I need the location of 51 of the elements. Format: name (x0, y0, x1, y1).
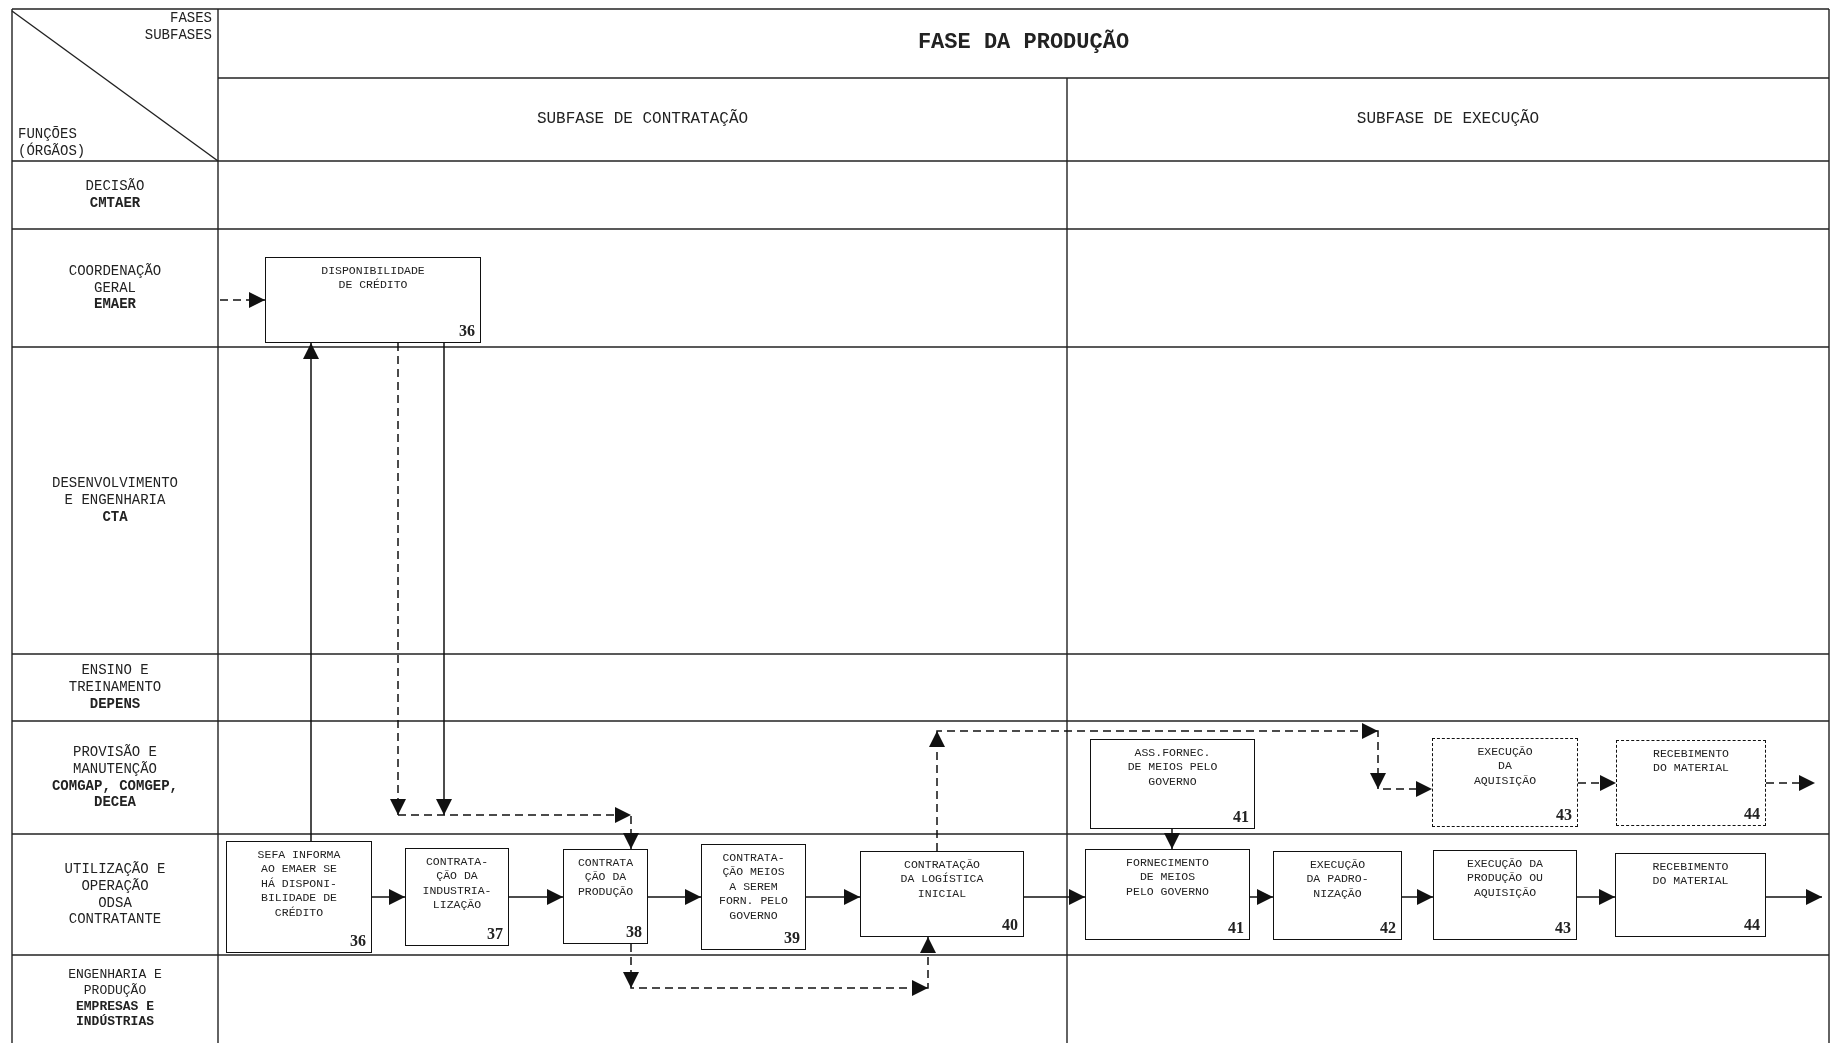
step-number: 42 (1380, 919, 1396, 937)
process-label: CONTRATA ÇÃO DA PRODUÇÃO (576, 856, 635, 900)
process-label: CONTRATA- ÇÃO MEIOS A SEREM FORN. PELO GOVERNO (719, 851, 788, 923)
process-label: SEFA INFORMA AO EMAER SE HÁ DISPONI- BILIDADE DE CRÉDITO (256, 848, 342, 920)
process-box (1433, 850, 1577, 940)
lane-header: ENSINO E TREINAMENTO DEPENS (67, 662, 163, 713)
process-label: EXECUÇÃO DA AQUISIÇÃO (1473, 745, 1537, 789)
step-number: 38 (626, 923, 642, 941)
process-box (1616, 740, 1766, 826)
step-number: 36 (459, 322, 475, 340)
process-label: ASS.FORNEC. DE MEIOS PELO GOVERNO (1127, 746, 1218, 790)
process-box (1273, 851, 1402, 940)
process-box (405, 848, 509, 946)
step-number: 37 (487, 925, 503, 943)
step-number: 36 (350, 932, 366, 950)
column-header: FASES SUBFASES (144, 10, 212, 44)
process-box (563, 849, 648, 944)
step-number: 44 (1744, 916, 1760, 934)
lane-header: DECISÃO CMTAER (85, 178, 145, 212)
process-label: RECEBIMENTO DO MATERIAL (1652, 860, 1729, 889)
process-label: RECEBIMENTO DO MATERIAL (1653, 747, 1729, 776)
subphase-header: SUBFASE DE CONTRATAÇÃO (536, 109, 749, 130)
step-number: 43 (1555, 919, 1571, 937)
step-number: 41 (1233, 808, 1249, 826)
process-label: EXECUÇÃO DA PRODUÇÃO OU AQUISIÇÃO (1466, 857, 1544, 901)
process-box (701, 844, 806, 950)
lane-header: UTILIZAÇÃO E OPERAÇÃO ODSA CONTRATANTE (64, 860, 166, 929)
process-box (860, 851, 1024, 937)
lane-header: COORDENAÇÃO GERAL EMAER (67, 262, 163, 314)
process-box (1615, 853, 1766, 937)
step-number: 43 (1556, 806, 1572, 824)
step-number: 39 (784, 929, 800, 947)
step-number: 41 (1228, 919, 1244, 937)
process-box (226, 841, 372, 953)
process-box (265, 257, 481, 343)
row-header: FUNÇÕES (ÓRGÃOS) (18, 126, 87, 160)
subphase-header: SUBFASE DE EXECUÇÃO (1356, 109, 1540, 130)
lane-header: PROVISÃO E MANUTENÇÃO COMGAP, COMGEP, DECEA (50, 743, 179, 812)
process-label: CONTRATA- ÇÃO DA INDUSTRIA- LIZAÇÃO (422, 855, 492, 913)
process-label: DISPONIBILIDADE DE CRÉDITO (321, 264, 425, 293)
lane-header: DESENVOLVIMENTO E ENGENHARIA CTA (52, 475, 178, 526)
step-number: 40 (1002, 916, 1018, 934)
process-label: CONTRATAÇÃO DA LOGÍSTICA INICIAL (900, 858, 984, 902)
process-label: EXECUÇÃO DA PADRO- NIZAÇÃO (1305, 858, 1370, 902)
process-box (1432, 738, 1578, 827)
step-number: 44 (1744, 805, 1760, 823)
process-box (1090, 739, 1255, 829)
process-box (1085, 849, 1250, 940)
lane-header: ENGENHARIA E PRODUÇÃO EMPRESAS E INDÚSTRIAS (68, 967, 162, 1030)
process-label: FORNECIMENTO DE MEIOS PELO GOVERNO (1126, 856, 1209, 900)
phase-header: FASE DA PRODUÇÃO (917, 30, 1130, 57)
